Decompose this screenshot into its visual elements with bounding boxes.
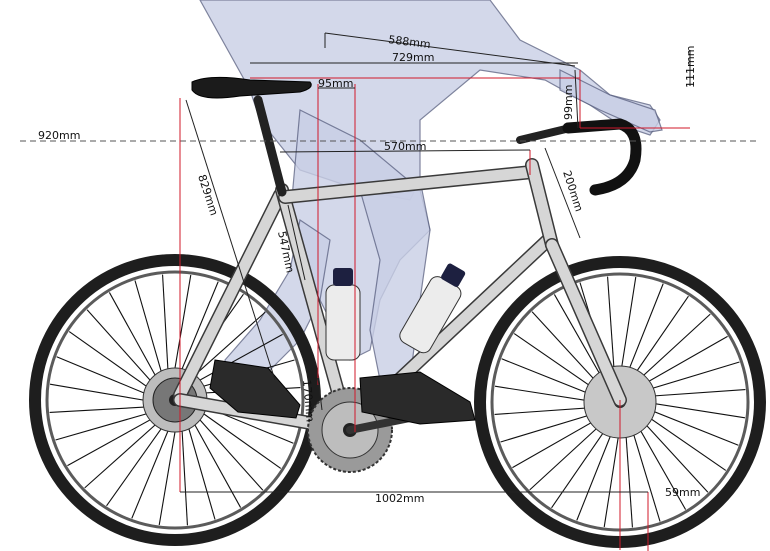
stem [516,124,574,144]
rider-figure [199,0,663,381]
dim-588-line [324,32,576,67]
label-111: 111mm [684,46,697,88]
dim-99-line [574,69,579,129]
rear-tire [29,254,321,546]
seat-tube [276,184,354,434]
label-570: 570mm [384,140,426,153]
label-99: 99mm [562,85,575,120]
dimension-lines [180,32,691,493]
rear-shoe-icon [209,359,301,419]
label-95: 95mm [318,77,353,90]
top-tube [279,166,538,203]
handlebar-icon [562,118,642,196]
water-bottle-front [399,263,466,354]
dim-829-line [185,99,276,381]
water-bottle-rear [325,268,361,361]
dim-200-line [544,147,581,239]
red-guides [179,70,690,551]
seat-stay [174,189,286,401]
dim-570-line [279,149,531,153]
label-920: 920mm [38,129,80,142]
rear-rim [45,270,305,530]
fork [546,239,626,406]
label-829: 829mm [195,173,220,217]
dim-547-line [287,204,306,281]
head-tube [526,159,558,251]
rider-arm [559,69,663,133]
label-170: 170mm [300,379,317,422]
seat-post [253,95,287,197]
label-200: 200mm [560,169,585,213]
label-729: 729mm [392,51,434,64]
front-shoe-icon [359,371,476,425]
label-1002: 1002mm [375,492,424,505]
dim-170-line [317,377,323,411]
label-588: 588mm [388,33,432,51]
label-59: 59mm [665,486,700,499]
saddle-icon [191,76,312,99]
